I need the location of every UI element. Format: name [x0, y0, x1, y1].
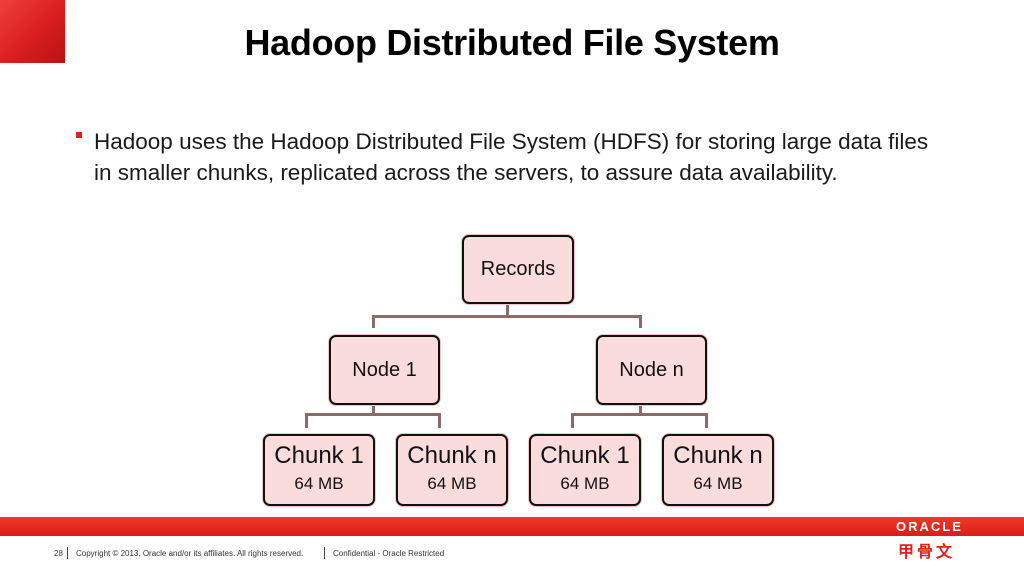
node-n-box: Node n [596, 335, 707, 405]
chunk-name: Chunk n [407, 442, 497, 469]
connector-root-bar [372, 315, 642, 318]
records-node: Records [462, 235, 574, 304]
oracle-logo: ORACLE [896, 519, 963, 534]
connector-node1-stem [372, 404, 375, 416]
connector-noden-bar [571, 413, 708, 416]
oracle-chinese-logo: 甲骨文 [898, 544, 956, 561]
chunk-size: 64 MB [560, 474, 610, 493]
connector-noden-drop [639, 315, 642, 328]
bullet-item: Hadoop uses the Hadoop Distributed File … [76, 126, 946, 188]
connector-node1-drop [372, 315, 375, 328]
node-1-box: Node 1 [329, 335, 440, 405]
node-1-label: Node 1 [352, 358, 417, 381]
chunk-label: Chunk n 64 MB [404, 443, 500, 497]
node-1-chunk-n-box: Chunk n 64 MB [396, 434, 508, 506]
bullet-text: Hadoop uses the Hadoop Distributed File … [94, 129, 929, 185]
node-1-chunk-1-box: Chunk 1 64 MB [263, 434, 375, 506]
connector-noden-stem [639, 404, 642, 416]
chunk-size: 64 MB [693, 474, 743, 493]
slide-title: Hadoop Distributed File System [244, 22, 780, 63]
chunk-name: Chunk 1 [274, 442, 364, 469]
chunk-name: Chunk 1 [540, 442, 630, 469]
connector-noden-chunk1-drop [571, 413, 574, 428]
chunk-size: 64 MB [427, 474, 477, 493]
chunk-size: 64 MB [294, 474, 344, 493]
node-n-label: Node n [619, 358, 684, 381]
footer-divider [67, 547, 68, 559]
copyright-text: Copyright © 2013, Oracle and/or its affi… [76, 549, 304, 558]
chunk-name: Chunk n [673, 442, 763, 469]
chunk-label: Chunk 1 64 MB [537, 443, 633, 497]
footer-divider [324, 547, 325, 559]
node-n-chunk-1-box: Chunk 1 64 MB [529, 434, 641, 506]
connector-noden-chunkn-drop [705, 413, 708, 428]
chunk-label: Chunk n 64 MB [670, 443, 766, 497]
bullet-marker [76, 132, 82, 138]
node-n-chunk-n-box: Chunk n 64 MB [662, 434, 774, 506]
footer-red-bar [0, 517, 1024, 536]
connector-node1-chunkn-drop [438, 413, 441, 428]
corner-accent-square [0, 0, 65, 63]
connector-node1-chunk1-drop [305, 413, 308, 428]
chunk-label: Chunk 1 64 MB [271, 443, 367, 497]
records-label: Records [480, 258, 556, 280]
page-number: 28 [54, 549, 63, 558]
connector-node1-bar [305, 413, 441, 416]
confidential-text: Confidential - Oracle Restricted [333, 549, 445, 558]
connector-root-stem [506, 303, 509, 317]
